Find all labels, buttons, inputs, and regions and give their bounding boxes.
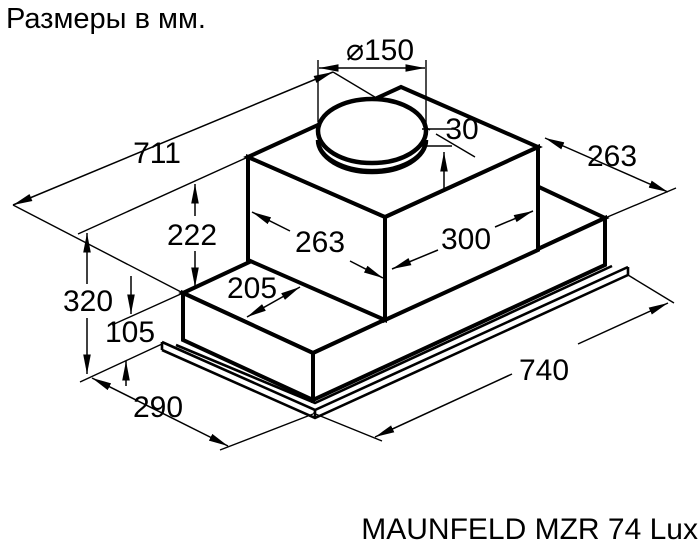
product-name: MAUNFELD MZR 74 Lux bbox=[361, 513, 698, 546]
duct-collar bbox=[315, 96, 429, 175]
dim-body-height-label: 105 bbox=[105, 316, 155, 349]
dim-plenum-width-label: 300 bbox=[441, 223, 491, 256]
duct-opening bbox=[315, 96, 429, 166]
dim-plenum-depth-label: 263 bbox=[295, 226, 345, 259]
dim-base-depth-label: 290 bbox=[133, 391, 183, 424]
dim-top-width-label: 711 bbox=[133, 137, 181, 170]
extension-lines bbox=[12, 60, 677, 451]
dim-collar-height-label: 30 bbox=[445, 113, 478, 146]
dim-front-shelf-depth-label: 205 bbox=[227, 272, 277, 305]
dim-plenum-height-label: 222 bbox=[167, 219, 217, 252]
dim-total-height-label: 320 bbox=[63, 285, 113, 318]
dim-right-depth-label: 263 bbox=[587, 140, 637, 173]
dim-base-width-label: 740 bbox=[519, 354, 569, 387]
page-title: Размеры в мм. bbox=[6, 3, 206, 35]
dim-duct-diameter-label: ⌀150 bbox=[346, 34, 414, 67]
dimension-lines bbox=[12, 64, 669, 447]
